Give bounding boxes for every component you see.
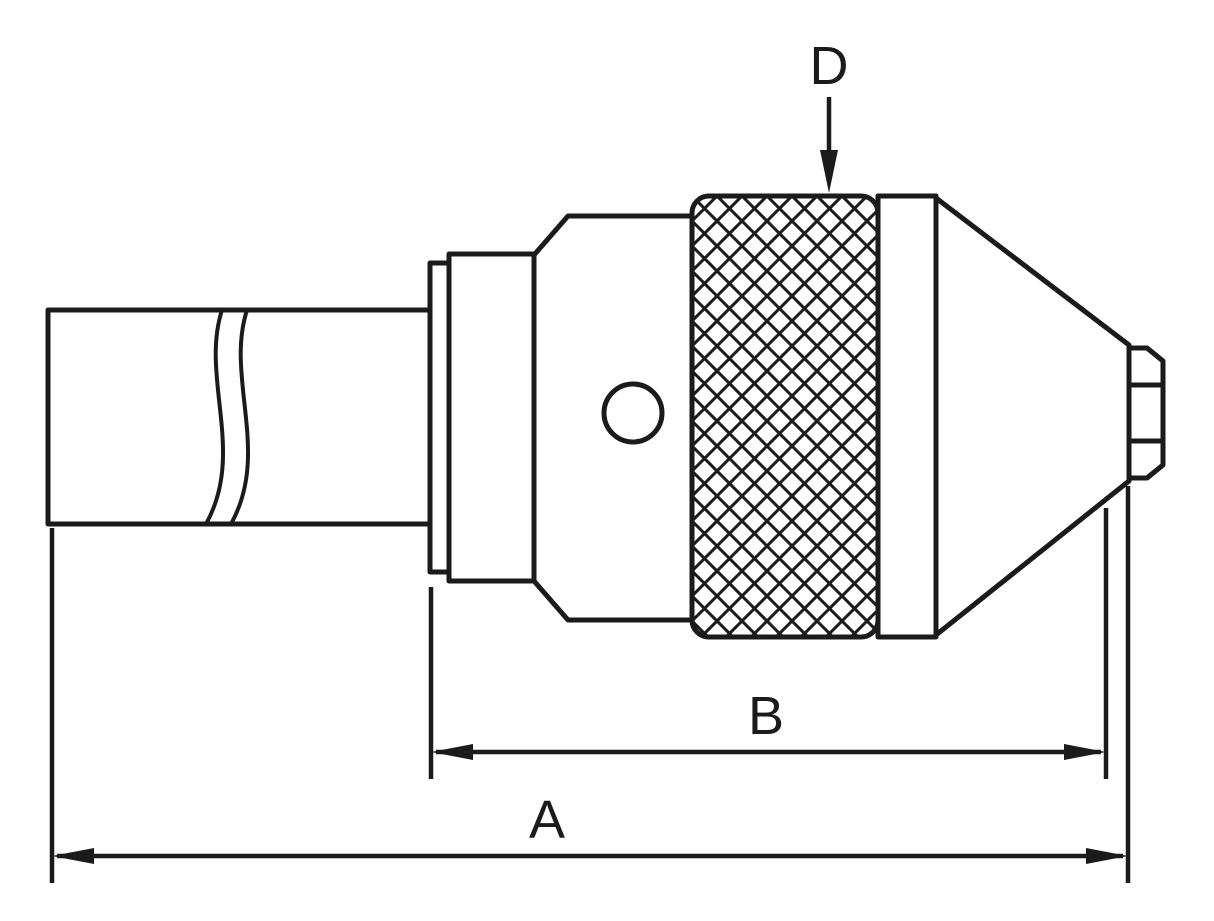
knurled-sleeve: [689, 193, 881, 640]
shank-break-line-1: [204, 309, 226, 525]
dimension-d: D: [810, 36, 849, 193]
front-band: [875, 193, 939, 640]
nose-cone: [934, 196, 1132, 637]
dimension-b-label: B: [748, 686, 784, 746]
dimension-b-arrowhead-left: [431, 744, 473, 760]
dimension-a-arrowhead-left: [52, 848, 94, 864]
dimension-d-label: D: [810, 36, 849, 96]
collar-ring-large: [446, 251, 537, 584]
jaw-tip: [1129, 345, 1166, 481]
dimension-b-arrowhead-right: [1064, 744, 1106, 760]
chuck-rear-body: [531, 213, 695, 623]
shank-break-line-2: [229, 309, 251, 525]
dimension-b: B: [428, 508, 1109, 779]
dimension-a-label: A: [529, 790, 565, 850]
pilot-hole: [601, 381, 665, 445]
dimension-a: A: [49, 486, 1131, 883]
collar-ring-small: [427, 260, 452, 575]
dimension-a-arrowhead-right: [1086, 848, 1128, 864]
dimension-d-arrowhead: [820, 150, 838, 193]
chuck-part: [45, 193, 1166, 640]
shank-outline: [45, 307, 430, 527]
